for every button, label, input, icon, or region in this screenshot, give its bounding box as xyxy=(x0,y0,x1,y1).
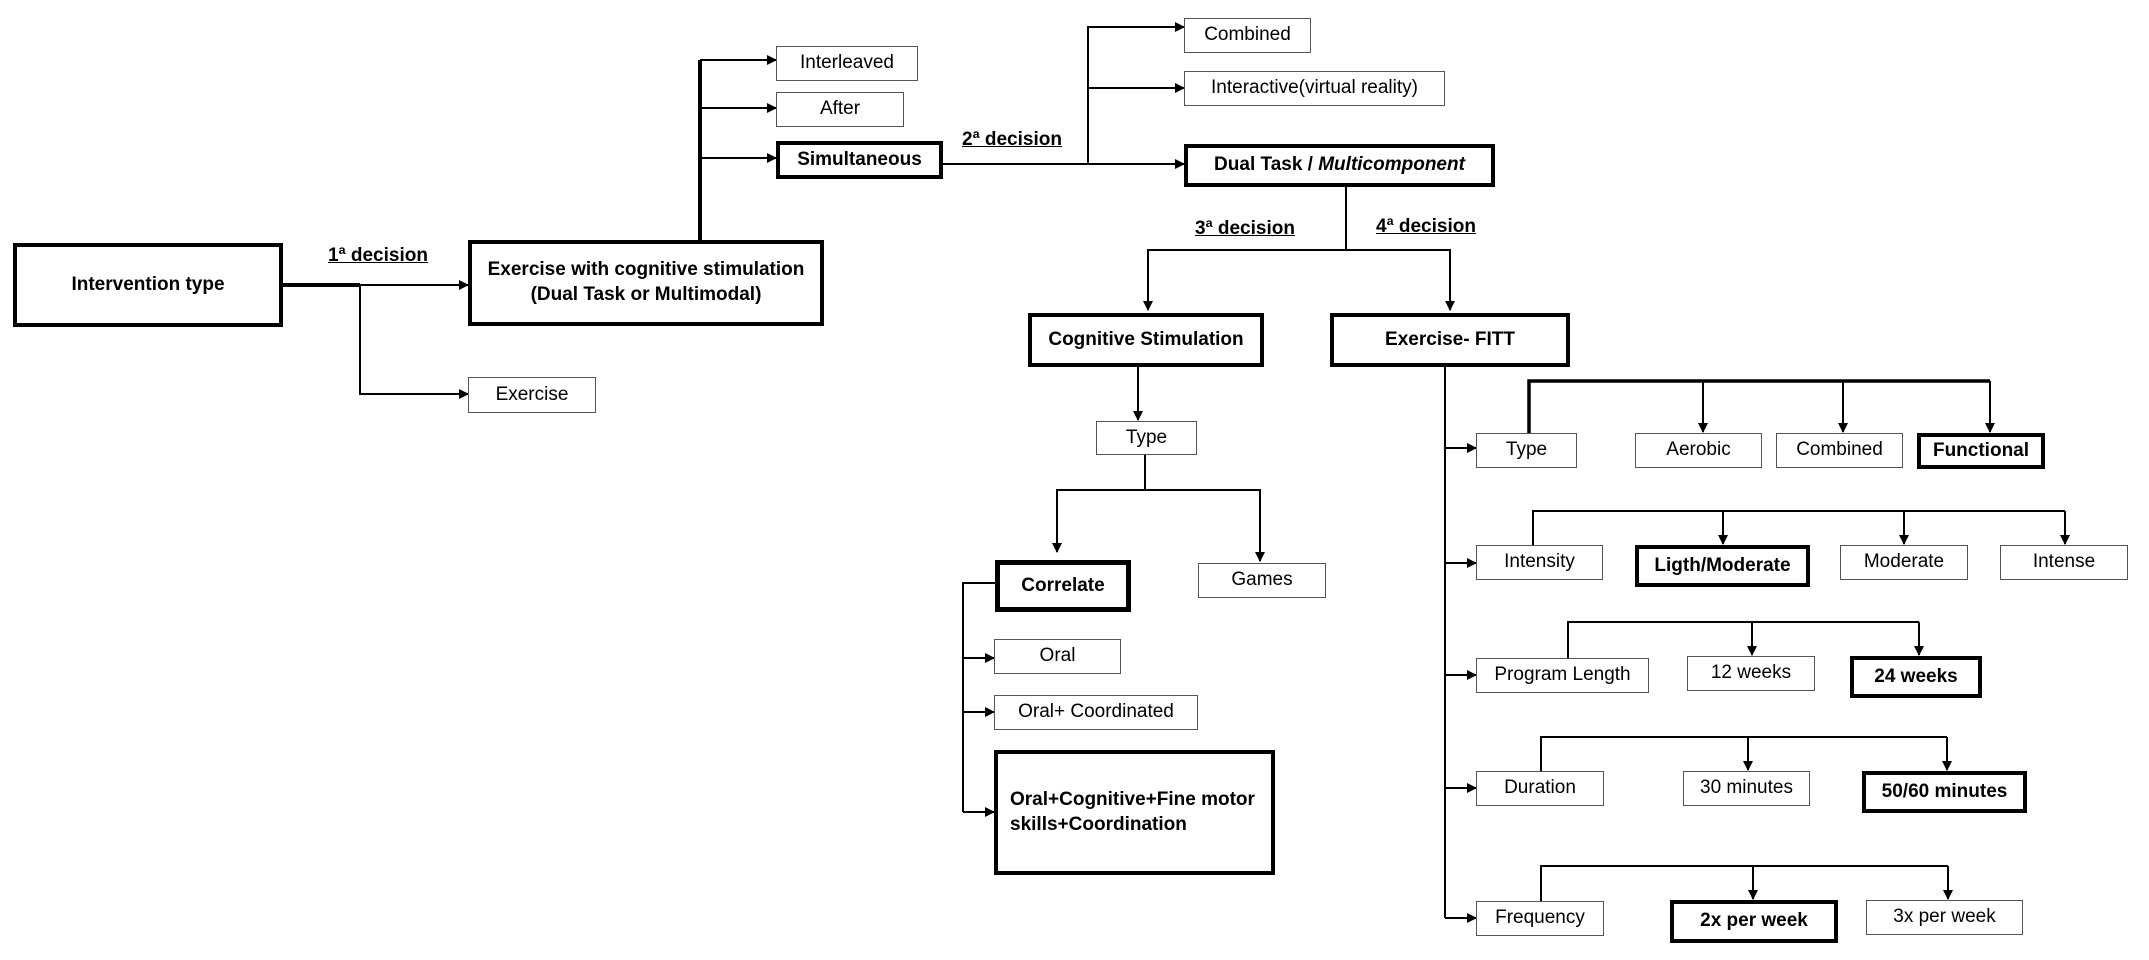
correlate-box: Correlate xyxy=(995,560,1131,612)
dual-task-label: Dual Task / xyxy=(1214,154,1319,176)
fitt-type-box: Type xyxy=(1476,433,1577,468)
intensity-box: Intensity xyxy=(1476,545,1603,580)
decision-4-label: 4ª decision xyxy=(1376,216,1476,237)
aerobic-box: Aerobic xyxy=(1635,433,1762,468)
oral-box: Oral xyxy=(994,639,1121,674)
interleaved-box: Interleaved xyxy=(776,46,918,81)
oral-coordinated-box: Oral+ Coordinated xyxy=(994,695,1198,730)
cognitive-type-box: Type xyxy=(1096,421,1197,455)
twenty-four-weeks-box: 24 weeks xyxy=(1850,656,1982,698)
simultaneous-box: Simultaneous xyxy=(776,141,943,179)
combined-exercise-box: Combined xyxy=(1776,433,1903,468)
program-length-box: Program Length xyxy=(1476,658,1649,693)
fifty-sixty-minutes-box: 50/60 minutes xyxy=(1862,771,2027,813)
decision-2-label: 2ª decision xyxy=(962,129,1062,150)
decision-1-label: 1ª decision xyxy=(328,245,428,266)
duration-box: Duration xyxy=(1476,771,1604,806)
exercise-fitt-box: Exercise- FITT xyxy=(1330,313,1570,367)
games-box: Games xyxy=(1198,563,1326,598)
light-moderate-box: Ligth/Moderate xyxy=(1635,545,1810,587)
dual-task-box: Dual Task / Multicomponent xyxy=(1184,144,1495,187)
moderate-box: Moderate xyxy=(1840,545,1968,580)
interactive-vr-box: Interactive(virtual reality) xyxy=(1184,71,1445,106)
combined-task-box: Combined xyxy=(1184,18,1311,53)
multicomponent-label: Multicomponent xyxy=(1318,154,1465,176)
exercise-box: Exercise xyxy=(468,377,596,413)
twelve-weeks-box: 12 weeks xyxy=(1687,656,1815,691)
decision-3-label: 3ª decision xyxy=(1195,218,1295,239)
oral-cognitive-fine-motor-box: Oral+Cognitive+Fine motor skills+Coordin… xyxy=(994,750,1275,875)
thirty-minutes-box: 30 minutes xyxy=(1683,771,1810,806)
frequency-box: Frequency xyxy=(1476,901,1604,936)
exercise-cognitive-box: Exercise with cognitive stimulation (Dua… xyxy=(468,240,824,326)
intervention-type-box: Intervention type xyxy=(13,243,283,327)
cognitive-stimulation-box: Cognitive Stimulation xyxy=(1028,313,1264,367)
after-box: After xyxy=(776,92,904,127)
three-per-week-box: 3x per week xyxy=(1866,900,2023,935)
intense-box: Intense xyxy=(2000,545,2128,580)
functional-box: Functional xyxy=(1917,433,2045,469)
two-per-week-box: 2x per week xyxy=(1670,900,1838,943)
